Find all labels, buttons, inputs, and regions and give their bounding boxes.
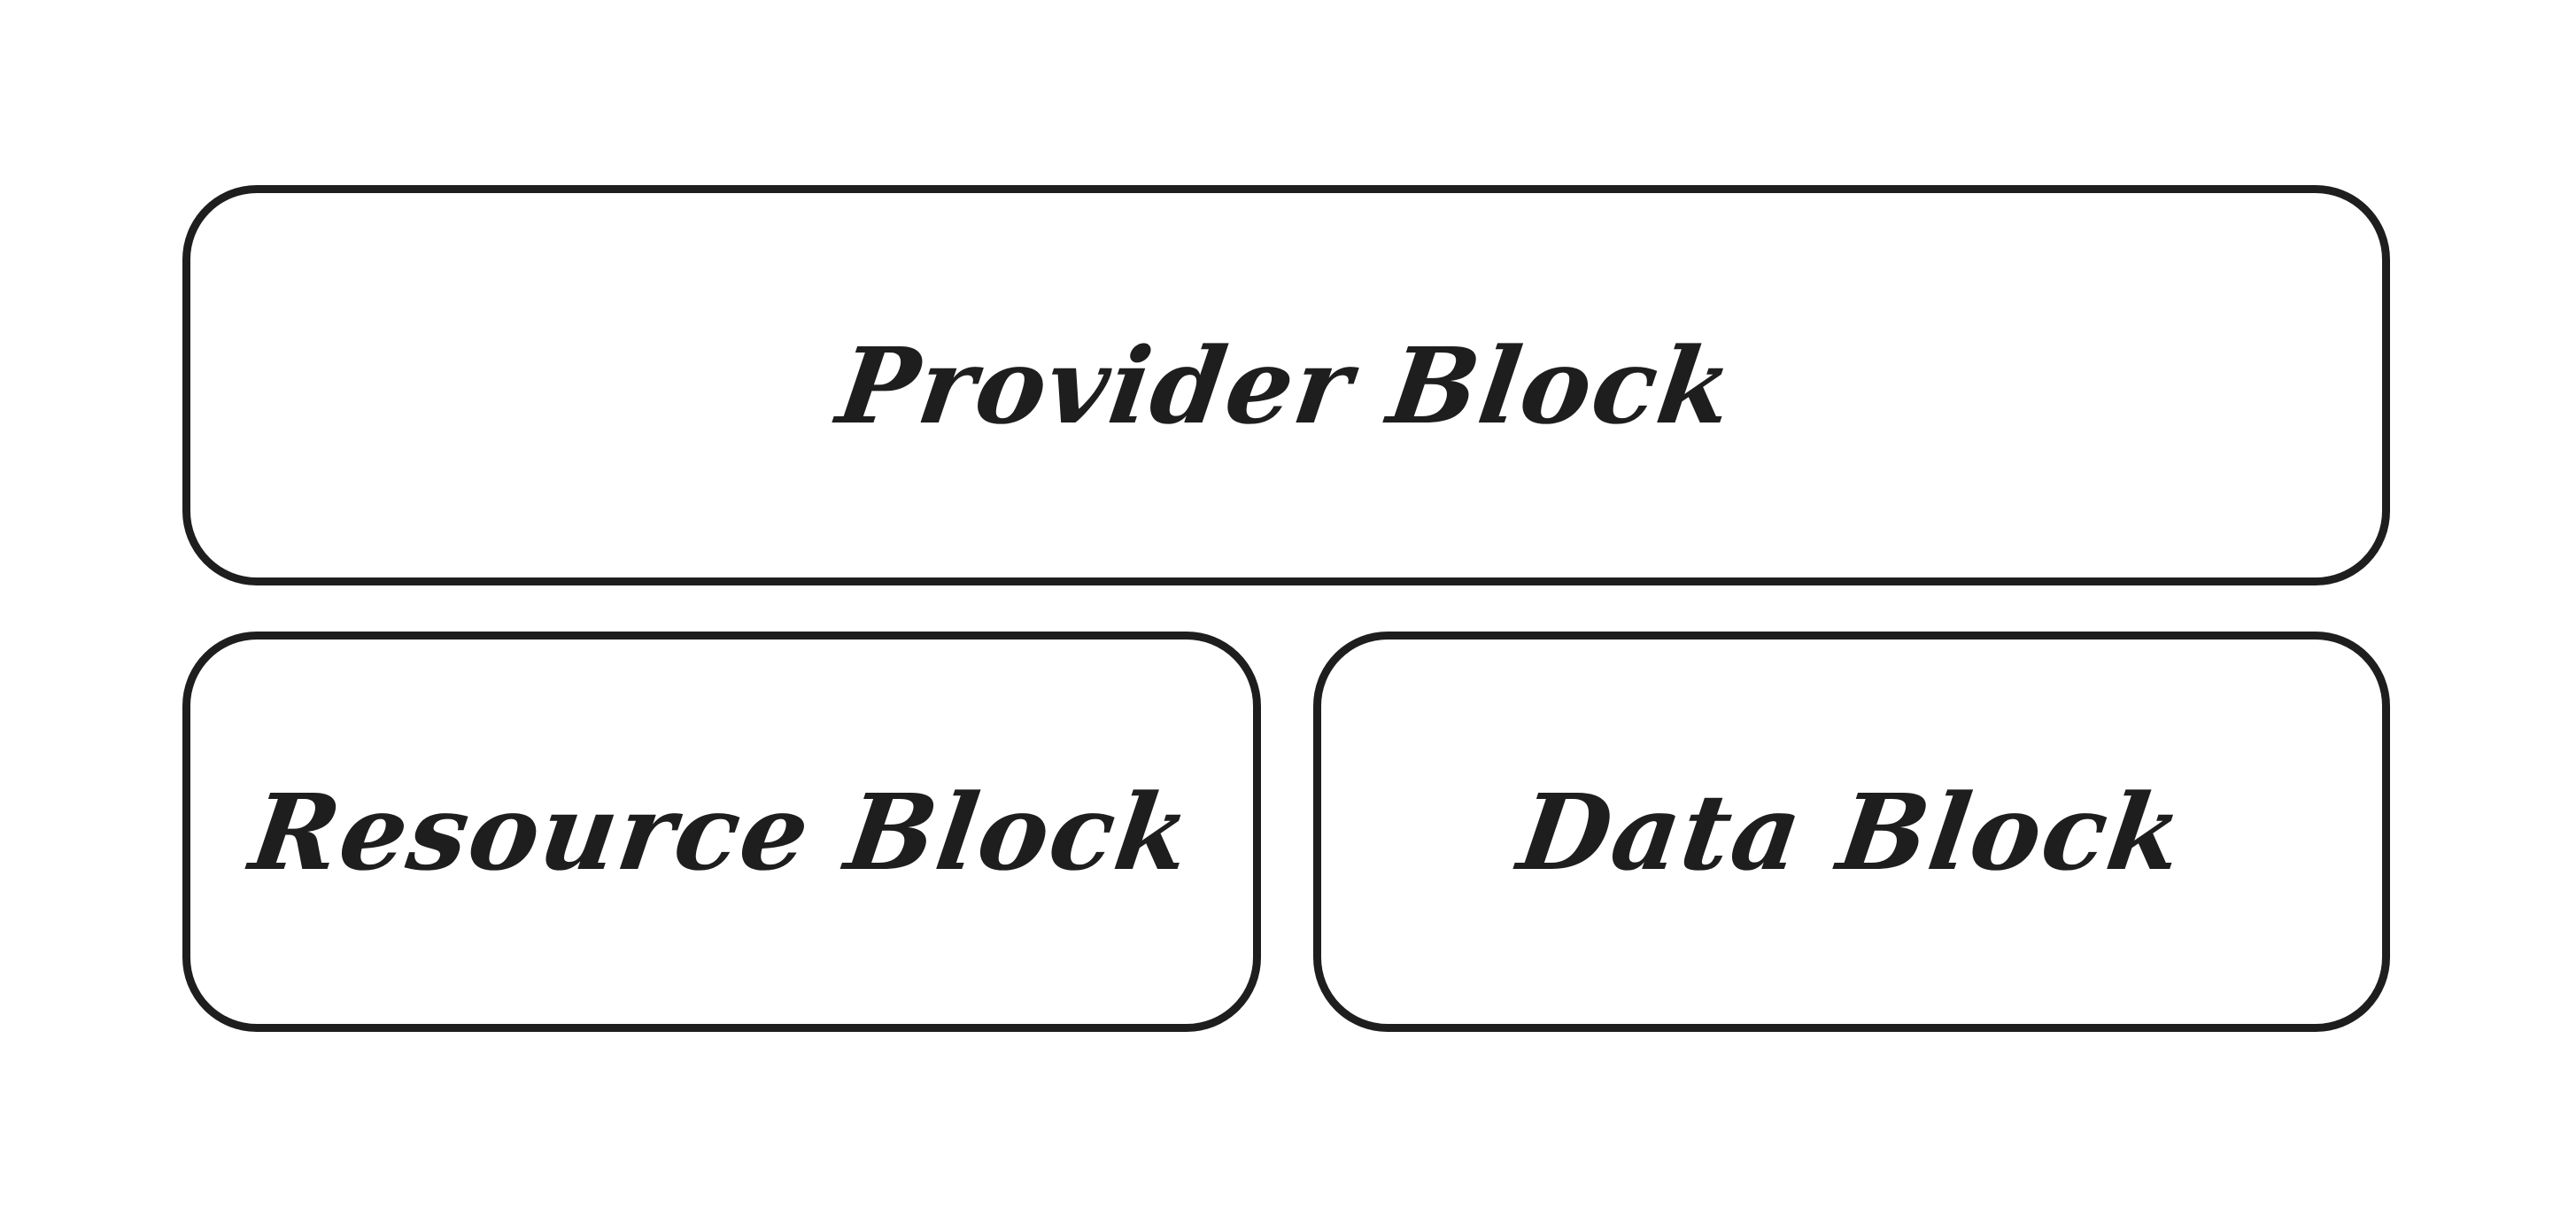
resource-block: Resource Block <box>182 632 1261 1032</box>
resource-block-label: Resource Block <box>244 770 1200 894</box>
data-block: Data Block <box>1313 632 2390 1032</box>
data-block-label: Data Block <box>1512 770 2192 894</box>
provider-block: Provider Block <box>182 185 2390 585</box>
provider-block-label: Provider Block <box>831 323 1742 447</box>
